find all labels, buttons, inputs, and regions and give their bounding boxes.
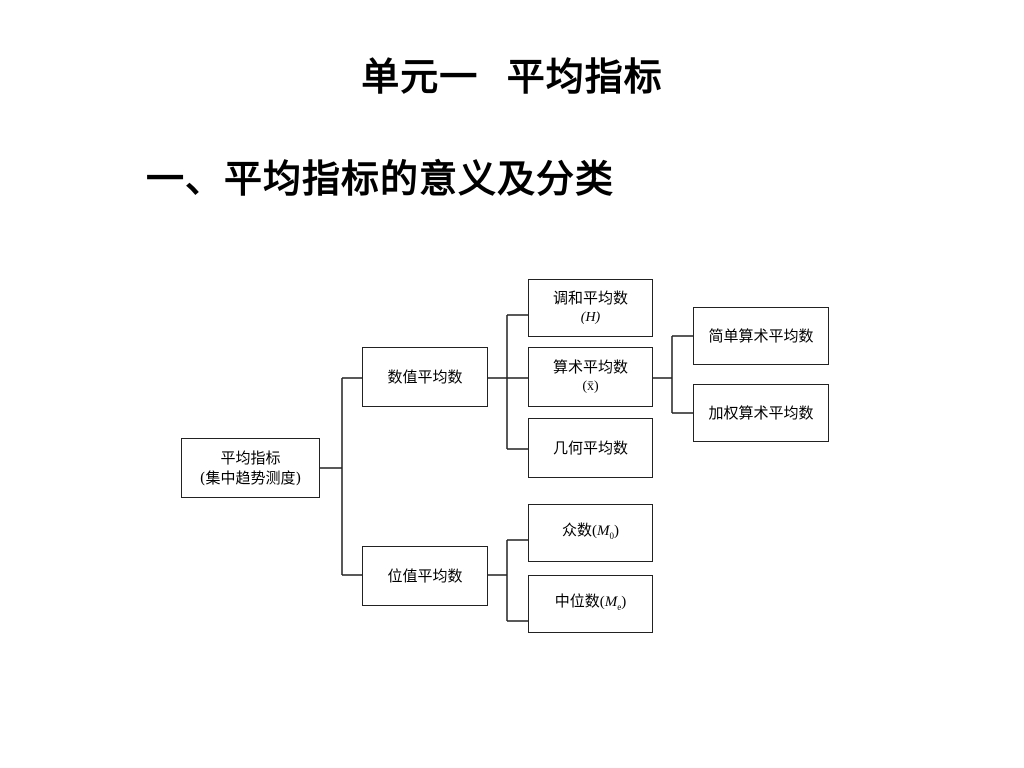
node-mode-symbol-sub: 0 <box>609 531 615 541</box>
node-geometric-mean: 几何平均数 <box>528 418 653 478</box>
node-numeric-average: 数值平均数 <box>362 347 488 407</box>
node-median-symbol: (Me) <box>599 594 627 612</box>
node-average-indicator-label: 平均指标 <box>220 449 281 467</box>
node-median-symbol-sub: e <box>617 602 622 612</box>
node-weighted-arithmetic-mean: 加权算术平均数 <box>693 384 829 442</box>
node-positional-average-label: 位值平均数 <box>387 567 463 585</box>
node-median: 中位数(Me) <box>528 575 653 633</box>
section-heading: 一、平均指标的意义及分类 <box>146 157 615 201</box>
node-arithmetic-mean-label: 算术平均数 <box>552 358 628 376</box>
node-mode-label: 众数 <box>561 521 592 539</box>
node-harmonic-mean: 调和平均数 (H) <box>528 279 653 337</box>
node-geometric-mean-label: 几何平均数 <box>552 439 628 457</box>
node-arithmetic-mean-symbol: (x̄) <box>582 379 599 394</box>
node-weighted-arithmetic-mean-label: 加权算术平均数 <box>708 404 814 422</box>
node-simple-arithmetic-mean-label: 简单算术平均数 <box>708 327 814 345</box>
node-average-indicator-sublabel: (集中趋势测度) <box>199 469 302 487</box>
node-harmonic-mean-label: 调和平均数 <box>552 289 628 307</box>
node-mode: 众数(M0) <box>528 504 653 562</box>
node-median-label: 中位数 <box>554 592 600 610</box>
node-median-content: 中位数(Me) <box>555 591 627 617</box>
node-mode-symbol-base: M <box>597 523 610 539</box>
node-mode-content: 众数(M0) <box>562 520 619 546</box>
node-numeric-average-label: 数值平均数 <box>387 368 463 386</box>
node-median-symbol-base: M <box>604 594 618 610</box>
node-simple-arithmetic-mean: 简单算术平均数 <box>693 307 829 365</box>
node-harmonic-mean-symbol: (H) <box>580 310 601 325</box>
page-title: 单元一 平均指标 <box>361 55 663 99</box>
node-mode-symbol: (M0) <box>592 523 619 541</box>
node-average-indicator: 平均指标 (集中趋势测度) <box>181 438 320 498</box>
node-positional-average: 位值平均数 <box>362 546 488 606</box>
node-arithmetic-mean: 算术平均数 (x̄) <box>528 347 653 407</box>
